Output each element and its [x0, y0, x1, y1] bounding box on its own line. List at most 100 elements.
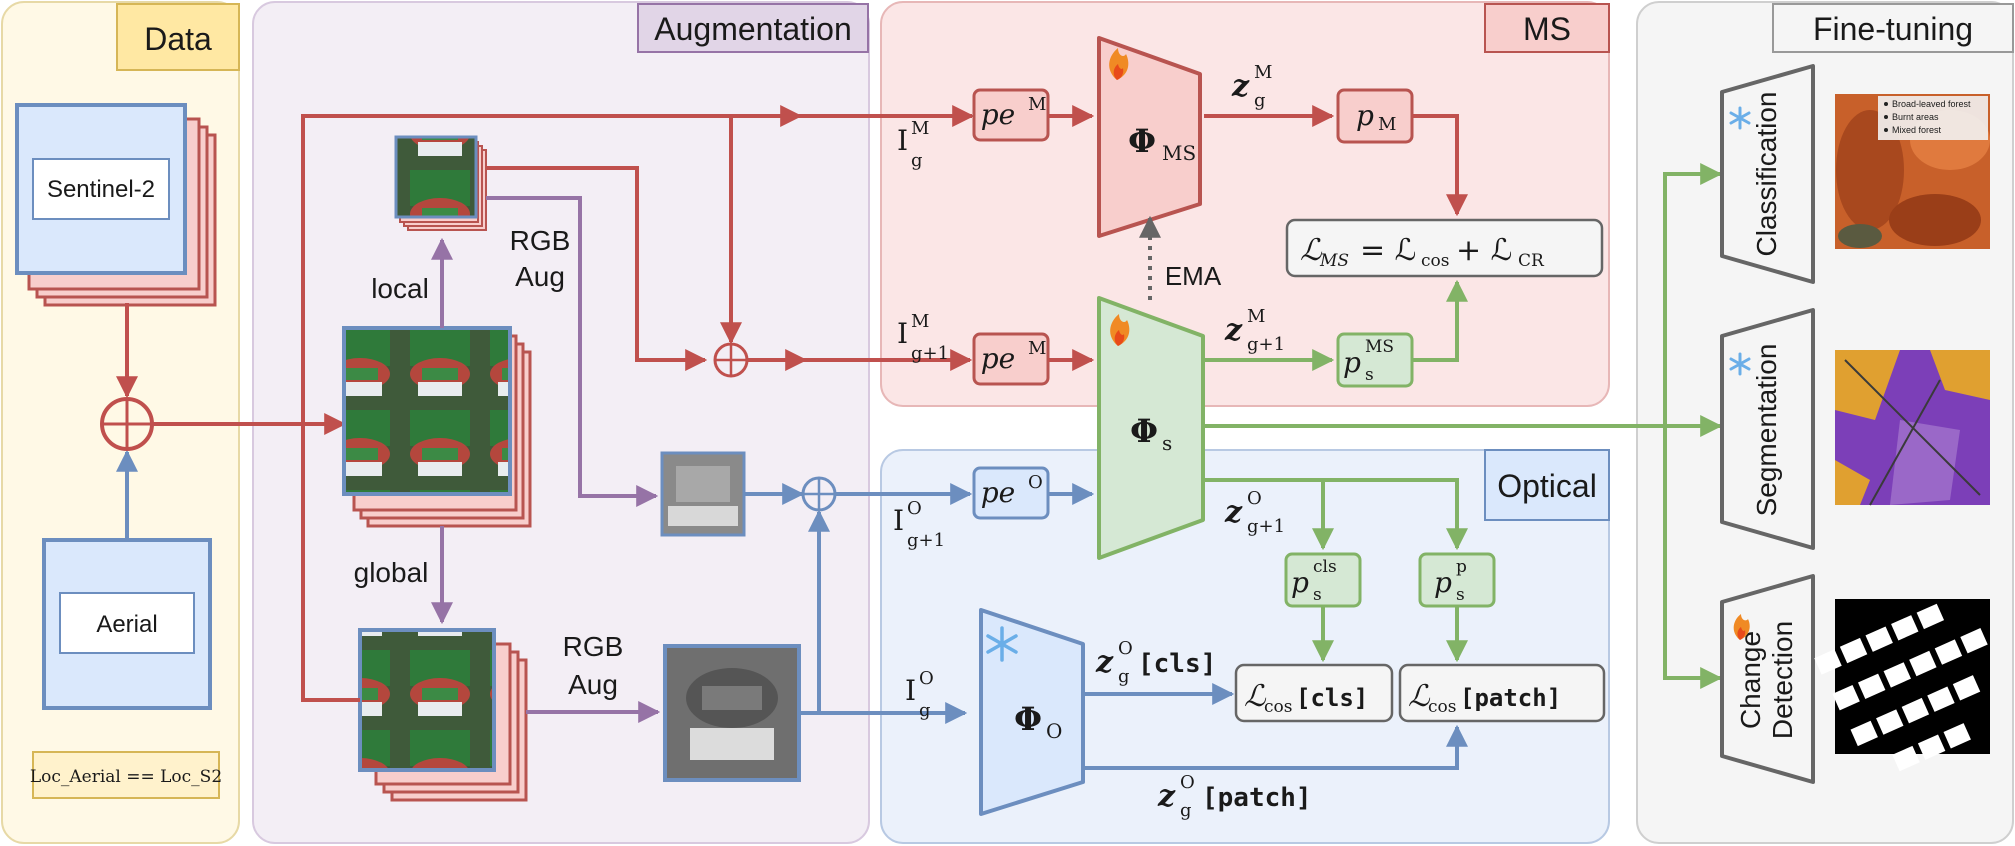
- legend-item-1: Burnt areas: [1892, 112, 1939, 122]
- segmentation-image: [1835, 350, 1990, 506]
- finetuning-panel-header: [1772, 3, 2014, 53]
- finetuning-panel-title: Fine-tuning: [1813, 11, 1973, 47]
- aerial-label: Aerial: [96, 611, 157, 638]
- ms-panel-header: [1484, 3, 1610, 53]
- flame-icon: [1109, 48, 1129, 80]
- loss-patch-sub: cos: [1428, 697, 1456, 717]
- cls-loss-box: [1234, 663, 1394, 723]
- i-g-m-sup: M: [911, 118, 929, 139]
- global-crop-stack: [358, 628, 528, 802]
- rgb-aug-label-bottom-rgb: RGB: [563, 631, 624, 662]
- local-ms-line: [486, 166, 708, 371]
- p-p-sub: s: [1456, 585, 1465, 605]
- phi-ms-label: Φ: [1128, 122, 1156, 160]
- pe-o-label: pe: [981, 476, 1016, 509]
- ms-teacher-encoder: [1097, 36, 1202, 238]
- z-patch: z: [1157, 779, 1176, 814]
- center-image-stack: [342, 326, 532, 528]
- ms-loss-plus: + ℒ: [1456, 233, 1512, 268]
- z-cls-tag: [cls]: [1138, 649, 1216, 679]
- z-g1-m-sup: M: [1247, 306, 1265, 327]
- p-s-ms-label: p: [1343, 346, 1361, 379]
- local-crop-stack: [394, 135, 487, 231]
- pe-o-sup: O: [1028, 472, 1043, 493]
- i-g1-m-sub: g+1: [911, 343, 949, 364]
- classification-label: Classification: [1751, 92, 1782, 257]
- augmentation-panel-header: [637, 3, 869, 53]
- z-cls-sub: g: [1118, 666, 1130, 687]
- ms-loss-l: ℒ: [1300, 233, 1323, 268]
- i-g-m-sub: g: [911, 150, 923, 171]
- i-g-o-sup: O: [919, 668, 934, 689]
- z-g1-o-sup: O: [1247, 488, 1262, 509]
- location-constraint-label: Loc_Aerial == Loc_S2: [30, 767, 222, 787]
- segmentation-head: [1720, 308, 1815, 550]
- optical-panel-title: Optical: [1497, 468, 1597, 504]
- loss-patch-tag: [patch]: [1460, 684, 1561, 712]
- augmentation-panel-title: Augmentation: [654, 11, 851, 47]
- ema-label: EMA: [1165, 261, 1222, 291]
- global-ms-line: [301, 105, 803, 702]
- change-detection-flame-icon: [1733, 614, 1750, 640]
- ms-loss-cos-sub: cos: [1421, 251, 1449, 271]
- loss-cls-l: ℒ: [1244, 679, 1267, 714]
- i-g1-o-sub: g+1: [907, 530, 945, 551]
- ms-panel: [880, 1, 1610, 407]
- ms-loss-eq: = ℒ: [1360, 233, 1416, 268]
- ms-loss-box: [1285, 218, 1604, 278]
- pe-ms-top-label: pe: [981, 98, 1016, 131]
- i-g-o-sub: g: [919, 700, 931, 721]
- z-g-m-sup: M: [1254, 62, 1272, 83]
- ms-loss-cr-sub: CR: [1518, 251, 1545, 271]
- i-g1-o: I: [893, 504, 904, 537]
- p-m-sub: M: [1378, 114, 1396, 135]
- p-p-label: p: [1434, 566, 1452, 599]
- z-g-m-sub: g: [1254, 90, 1266, 111]
- rgb-aug-label-top-aug: Aug: [515, 261, 565, 292]
- gray-global-image: [663, 644, 801, 782]
- local-rgb-aug-arrow: [486, 196, 659, 507]
- z-g1-o: z: [1224, 495, 1243, 530]
- z-patch-sub: g: [1180, 800, 1192, 821]
- p-cls-label: p: [1291, 566, 1309, 599]
- p-s-ms-sub: s: [1365, 365, 1374, 385]
- optical-teacher-encoder: [979, 608, 1085, 816]
- z-patch-tag: [patch]: [1202, 783, 1312, 813]
- rgb-aug-label-top-rgb: RGB: [510, 225, 571, 256]
- loss-cls-sub: cos: [1264, 697, 1292, 717]
- p-s-ms-sup: MS: [1365, 337, 1394, 357]
- legend-item-2: Mixed forest: [1892, 125, 1942, 135]
- pe-ms-bottom-label: pe: [981, 342, 1016, 375]
- local-label: local: [371, 273, 429, 304]
- pe-ms-top-sup: M: [1028, 94, 1046, 115]
- change-detection-label-2: Detection: [1767, 621, 1798, 739]
- location-constraint: Loc_Aerial == Loc_S2: [30, 751, 222, 799]
- i-g-o: I: [905, 674, 916, 707]
- phi-o-sub: O: [1046, 719, 1062, 743]
- z-g1-m-sub: g+1: [1247, 334, 1285, 355]
- snowflake-icon: [986, 626, 1018, 662]
- sentinel-label: Sentinel-2: [47, 176, 155, 203]
- sentinel-stack: Sentinel-2: [15, 103, 217, 307]
- classification-snowflake-icon: [1729, 106, 1751, 130]
- p-p-sup: p: [1456, 557, 1467, 577]
- rgb-aug-label-bottom-aug: Aug: [568, 669, 618, 700]
- loss-cls-tag: [cls]: [1296, 684, 1368, 712]
- data-panel-header: [116, 3, 240, 71]
- z-g1-o-sub: g+1: [1247, 516, 1285, 537]
- p-cls-sup: cls: [1313, 557, 1337, 577]
- i-g1-o-sup: O: [907, 498, 922, 519]
- segmentation-snowflake-icon: [1729, 352, 1751, 376]
- global-label: global: [354, 557, 429, 588]
- ms-panel-title: MS: [1523, 11, 1571, 47]
- loss-patch-l: ℒ: [1408, 679, 1431, 714]
- p-m-label: p: [1356, 99, 1374, 132]
- i-g-m: I: [897, 124, 908, 157]
- patch-loss-box: [1398, 663, 1606, 723]
- z-g-m: z: [1231, 69, 1250, 104]
- optical-panel-header: [1484, 449, 1610, 521]
- i-g1-m-sup: M: [911, 311, 929, 332]
- p-m-head: [1336, 88, 1414, 144]
- z-cls: z: [1095, 645, 1114, 680]
